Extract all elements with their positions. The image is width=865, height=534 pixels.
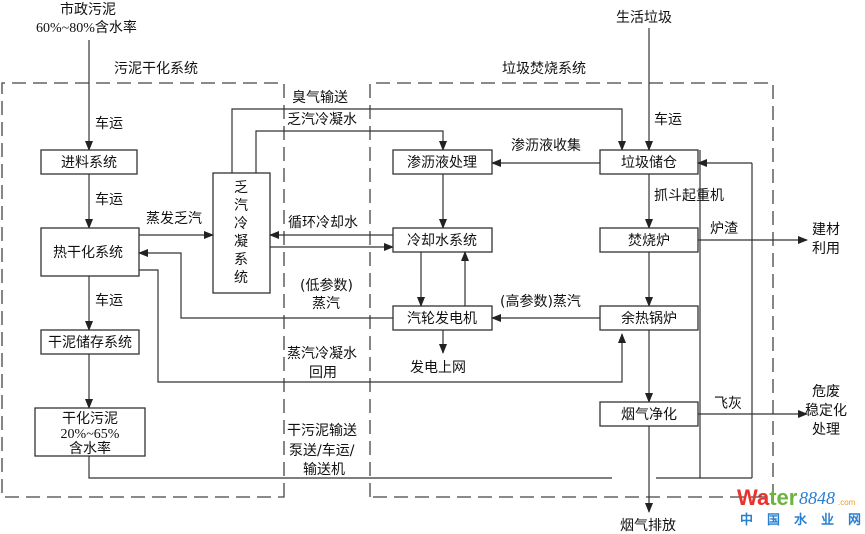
- dried-sludge-label: 干化污泥: [62, 411, 118, 427]
- svg-text:冷: 冷: [234, 216, 248, 232]
- odor-transport-label: 臭气输送: [292, 90, 348, 106]
- truck-label-3: 车运: [95, 292, 123, 309]
- incinerator-label: 焚烧炉: [628, 233, 670, 249]
- sludge-drying-boundary: [1, 82, 285, 498]
- waste-heat-boiler-label: 余热锅炉: [621, 310, 677, 327]
- dried-sludge-transport-line-a: [88, 456, 612, 479]
- grab-crane-label: 抓斗起重机: [654, 188, 724, 204]
- exhaust-condensate-label: 乏汽冷凝水: [287, 112, 357, 128]
- waste-incineration-system-title: 垃圾焚烧系统: [502, 61, 586, 77]
- watermark-cn: 中国水业网: [740, 512, 865, 528]
- svg-text:乏: 乏: [234, 180, 248, 196]
- fly-ash-label: 飞灰: [714, 396, 742, 412]
- watermark-brand-a: Wa: [737, 485, 770, 510]
- low-param-steam-line: [138, 249, 393, 319]
- circ-cooling-label: 循环冷却水: [288, 215, 358, 231]
- waste-incineration-boundary: [369, 82, 774, 498]
- leachate-treatment-label: 渗沥液处理: [407, 155, 477, 171]
- turbine-generator-label: 汽轮发电机: [407, 311, 477, 327]
- cooling-water-label: 冷却水系统: [407, 233, 477, 249]
- hazwaste-label-3: 处理: [812, 422, 840, 438]
- domestic-garbage-label: 生活垃圾: [616, 10, 672, 26]
- dry-sludge-transport-label-3: 输送机: [303, 462, 345, 478]
- sludge-drying-system-title: 污泥干化系统: [114, 61, 198, 77]
- watermark-number: 8848: [799, 488, 835, 508]
- dry-sludge-storage-label: 干泥储存系统: [48, 335, 132, 351]
- evap-steam-label: 蒸发乏汽: [146, 211, 202, 227]
- dried-sludge-moisture-label: 含水率: [69, 440, 111, 457]
- watermark-com: .com: [838, 498, 856, 507]
- exhaust-condensate-line: [255, 130, 447, 173]
- steam-condensate-line: [139, 269, 626, 383]
- thermal-drying-box: [40, 227, 140, 277]
- exhaust-condenser-box: [212, 172, 271, 294]
- watermark-logo: Water 8848 .com 中国水业网: [737, 485, 865, 528]
- dry-sludge-storage-box: [40, 329, 140, 355]
- flue-discharge-label: 烟气排放: [620, 518, 676, 534]
- hazwaste-label-1: 危废: [812, 384, 840, 400]
- flue-gas-cleaning-label: 烟气净化: [621, 407, 677, 423]
- building-material-label-1: 建材: [812, 222, 840, 238]
- turbine-generator-box: [392, 305, 493, 331]
- dry-sludge-transport-label-1: 干污泥输送: [287, 423, 357, 439]
- watermark-brand-b: ter: [769, 485, 798, 510]
- municipal-sludge-label: 市政污泥: [60, 1, 116, 18]
- power-grid-label: 发电上网: [410, 360, 466, 376]
- steam-condensate-label-2: 回用: [309, 365, 337, 381]
- svg-text:凝: 凝: [234, 234, 248, 250]
- truck-label-garbage: 车运: [654, 111, 682, 128]
- truck-label-1: 车运: [95, 115, 123, 132]
- svg-text:汽: 汽: [234, 198, 248, 214]
- svg-text:Water: Water: [737, 485, 798, 510]
- hazwaste-label-2: 稳定化: [805, 403, 847, 419]
- exhaust-condenser-label: 乏 汽 冷 凝 系 统: [234, 180, 248, 286]
- svg-text:统: 统: [234, 270, 248, 286]
- building-material-label-2: 利用: [812, 241, 840, 257]
- cooling-water-box: [392, 227, 493, 253]
- garbage-storage-label: 垃圾储仓: [621, 155, 677, 171]
- sludge-moisture-label: 60%~80%含水率: [36, 19, 137, 36]
- feed-system-box: [40, 149, 138, 175]
- dried-sludge-moisture: 20%~65%: [61, 427, 120, 442]
- dry-sludge-transport-label-2: 泵送/车运/: [289, 442, 355, 459]
- leachate-collect-label: 渗沥液收集: [511, 137, 581, 154]
- low-param-steam-label-2: 蒸汽: [312, 296, 340, 312]
- steam-condensate-label-1: 蒸汽冷凝水: [287, 346, 357, 362]
- feed-system-label: 进料系统: [61, 155, 117, 171]
- svg-text:系: 系: [234, 252, 248, 268]
- low-param-steam-label-1: (低参数): [300, 277, 353, 294]
- truck-label-2: 车运: [95, 191, 123, 208]
- high-param-steam-label: (高参数)蒸汽: [500, 293, 581, 310]
- thermal-drying-label: 热干化系统: [53, 245, 123, 261]
- dried-sludge-box: [34, 407, 146, 457]
- incinerator-box: [599, 227, 699, 253]
- leachate-treatment-box: [392, 149, 493, 175]
- odor-transport-line: [231, 108, 626, 173]
- slag-label: 炉渣: [710, 221, 738, 237]
- flue-gas-cleaning-box: [599, 401, 699, 427]
